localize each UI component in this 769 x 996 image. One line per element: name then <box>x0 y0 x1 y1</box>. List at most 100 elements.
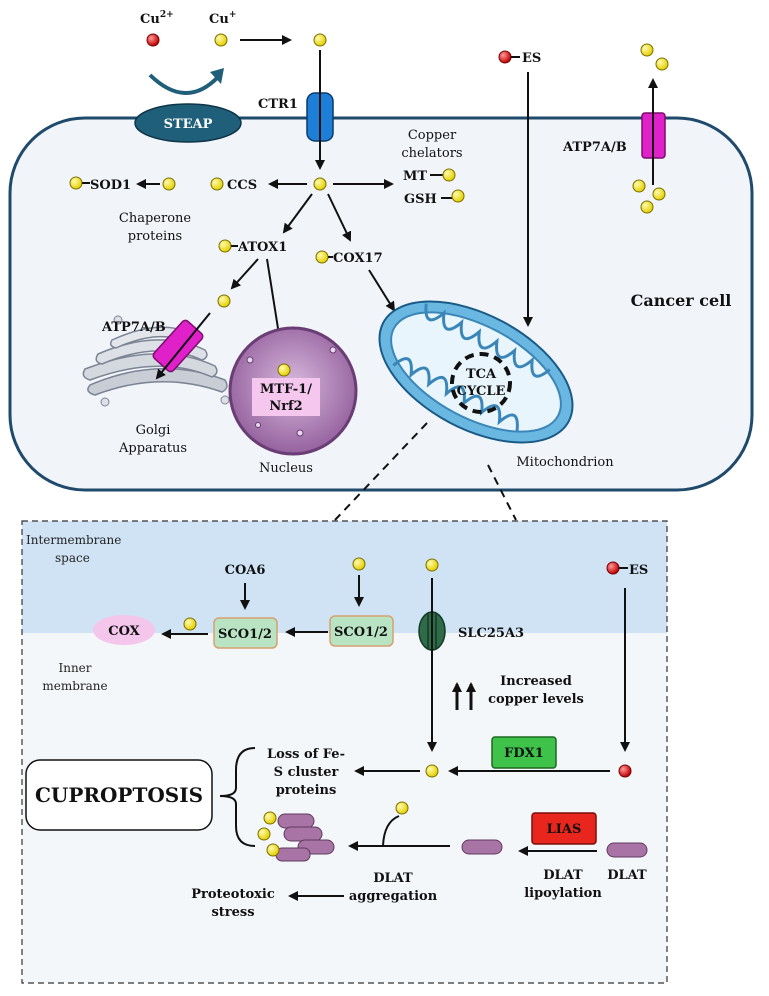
dlat-lip-label-1: DLAT <box>543 868 583 883</box>
copper-ion-nucleus <box>277 363 291 377</box>
loss-label-1: Loss of Fe- <box>267 747 345 762</box>
copper-ion-ccs <box>210 177 224 191</box>
copper-ion-mt <box>442 168 456 182</box>
cu1-ion <box>214 33 228 47</box>
cox17-label: COX17 <box>333 251 383 266</box>
copper-ion-reduced <box>425 764 439 778</box>
copper-ion-cox17 <box>315 250 329 264</box>
dlat-agg-label-2: aggregation <box>349 889 438 904</box>
copper-ion-in3 <box>640 200 654 214</box>
mitochondrion <box>378 300 574 444</box>
steap-label: STEAP <box>164 117 213 132</box>
atp7ab-golgi-transporter <box>152 319 204 373</box>
cu1-label: Cu+ <box>209 10 236 27</box>
mt-label: MT <box>403 169 427 184</box>
mtf1-label: MTF-1/ <box>260 382 312 397</box>
inner-membrane-label-2: membrane <box>42 679 107 693</box>
ccs-label: CCS <box>227 178 257 193</box>
intermembrane-band <box>22 521 667 633</box>
dlat-aggregate <box>257 811 335 862</box>
steap-arrowhead <box>210 68 224 84</box>
dlat-protein <box>606 842 648 858</box>
cu2-label: Cu2+ <box>140 10 174 27</box>
steap-transporter: STEAP <box>134 103 242 143</box>
cancer-cell-label: Cancer cell <box>631 291 732 310</box>
copper-ion-sco-right-in <box>352 557 366 571</box>
loss-label-3: proteins <box>276 783 337 798</box>
into-golgi-arrow <box>155 312 211 380</box>
lias-label: LIAS <box>547 822 582 837</box>
atox1-to-golgi-arrow <box>230 258 259 290</box>
chelators-label-1: Copper <box>408 128 457 143</box>
steap-reduction-arrow <box>148 73 220 95</box>
es-ion-bottom <box>606 561 620 575</box>
dlat-agg-label-1: DLAT <box>373 871 413 886</box>
sco-left-label: SCO1/2 <box>218 627 272 642</box>
cuproptosis-brace <box>219 747 256 847</box>
inset-frame <box>21 520 668 984</box>
copper-ion-binding <box>395 801 409 815</box>
ctr1-label: CTR1 <box>258 97 298 112</box>
atp7ab-membrane-label: ATP7A/B <box>562 140 627 155</box>
tca-label-1: TCA <box>466 367 497 382</box>
copper-ion-gsh <box>451 189 465 203</box>
cox17-to-mito-arrow <box>368 269 396 312</box>
dlat-lip-label-2: lipoylation <box>524 886 602 901</box>
es-ion-released <box>618 764 632 778</box>
atp7ab-golgi-label: ATP7A/B <box>101 320 166 335</box>
es-bottom-label: ES <box>629 563 648 578</box>
tca-cycle-ring <box>450 352 512 414</box>
cox-ellipse <box>93 615 155 645</box>
copper-ion-atox1 <box>218 239 232 253</box>
loss-label-2: S cluster <box>274 765 339 780</box>
fdx1-label: FDX1 <box>504 746 544 761</box>
cuproptosis-box <box>25 759 213 831</box>
tca-label-2: CYCLE <box>457 384 506 399</box>
copper-ion-sod1 <box>69 176 83 190</box>
cu2-ion <box>146 33 160 47</box>
intermembrane-label-1: Intermembrane <box>26 533 121 547</box>
chelators-label-2: chelators <box>401 146 462 161</box>
golgi-label-1: Golgi <box>136 423 171 438</box>
to-atox1-arrow <box>282 193 313 234</box>
copper-ion-golgi <box>217 294 231 308</box>
sco-right-label: SCO1/2 <box>334 625 388 640</box>
cox-label: COX <box>108 624 140 639</box>
proteotoxic-label-2: stress <box>211 905 254 920</box>
slc25a3-label: SLC25A3 <box>458 626 524 641</box>
sod1-label: SOD1 <box>90 178 131 193</box>
to-cox17-arrow <box>327 193 352 242</box>
dlat-lipoylated <box>461 839 503 855</box>
copper-ion-central <box>313 177 327 191</box>
mtf1-nrf2-box <box>252 378 320 416</box>
increased-label-2: copper levels <box>488 692 584 707</box>
nucleus-label: Nucleus <box>259 461 313 476</box>
fdx1-box <box>491 736 557 769</box>
chaperone-label-2: proteins <box>128 229 182 244</box>
es-ion-top <box>498 50 512 64</box>
golgi-label-2: Apparatus <box>118 441 187 456</box>
copper-ion-sco-left <box>183 617 197 631</box>
copper-binding-curve <box>382 815 400 847</box>
copper-ion-slc <box>425 558 439 572</box>
proteotoxic-label-1: Proteotoxic <box>191 887 275 902</box>
zoom-line-right <box>487 464 517 521</box>
chaperone-label-1: Chaperone <box>119 211 191 226</box>
intermembrane-label-2: space <box>55 551 90 565</box>
sco-left-box <box>213 617 278 649</box>
es-top-label: ES <box>522 51 541 66</box>
copper-ion-out2 <box>655 57 669 71</box>
copper-ion-out1 <box>640 43 654 57</box>
dlat-label: DLAT <box>607 868 647 883</box>
copper-ion-in2 <box>652 187 666 201</box>
mitochondrion-label: Mitochondrion <box>516 455 614 470</box>
lias-box <box>531 812 597 845</box>
copper-ion <box>313 33 327 47</box>
sco-right-box <box>329 615 394 647</box>
atox1-label: ATOX1 <box>237 240 287 255</box>
inner-membrane-label-1: Inner <box>58 661 91 675</box>
gsh-label: GSH <box>404 192 437 207</box>
coa6-label: COA6 <box>225 563 266 578</box>
